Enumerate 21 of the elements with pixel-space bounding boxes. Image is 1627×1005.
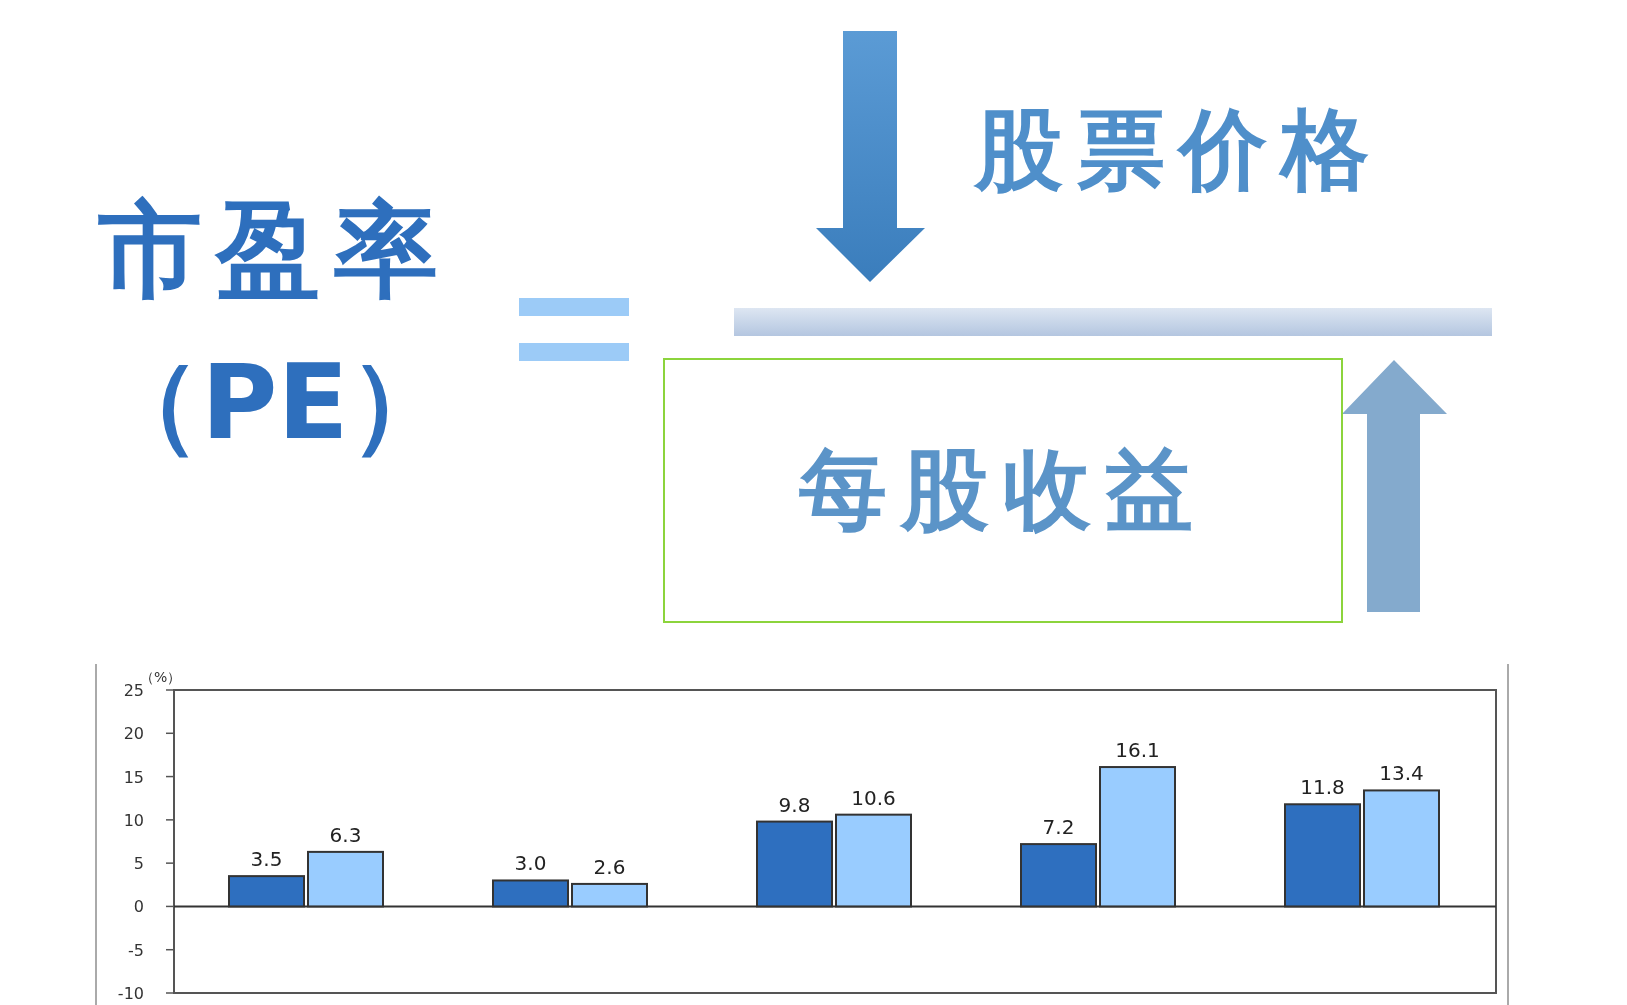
value-label: 3.5 (250, 847, 283, 872)
tick-label: 5 (133, 854, 144, 874)
value-label: 3.0 (514, 851, 547, 876)
fraction-bar (734, 308, 1492, 336)
tick-label: 15 (123, 767, 144, 787)
value-label: 7.2 (1042, 815, 1075, 840)
value-label: 13.4 (1379, 761, 1424, 786)
value-label: 6.3 (329, 822, 362, 847)
tick-label: 20 (123, 724, 144, 744)
numerator-text: 股票价格 (975, 106, 1383, 194)
tick-label: -5 (128, 940, 144, 960)
value-label: 16.1 (1115, 738, 1160, 763)
tick-label: 0 (133, 897, 144, 917)
value-label: 10.6 (851, 785, 896, 810)
value-label: 11.8 (1300, 775, 1345, 800)
value-label: 2.6 (593, 854, 626, 879)
denominator-box (663, 358, 1343, 623)
tick-label: 10 (123, 810, 144, 830)
tick-label: -10 (117, 984, 144, 1003)
denominator-text: 每股收益 (799, 437, 1207, 543)
value-label: 9.8 (778, 792, 811, 817)
